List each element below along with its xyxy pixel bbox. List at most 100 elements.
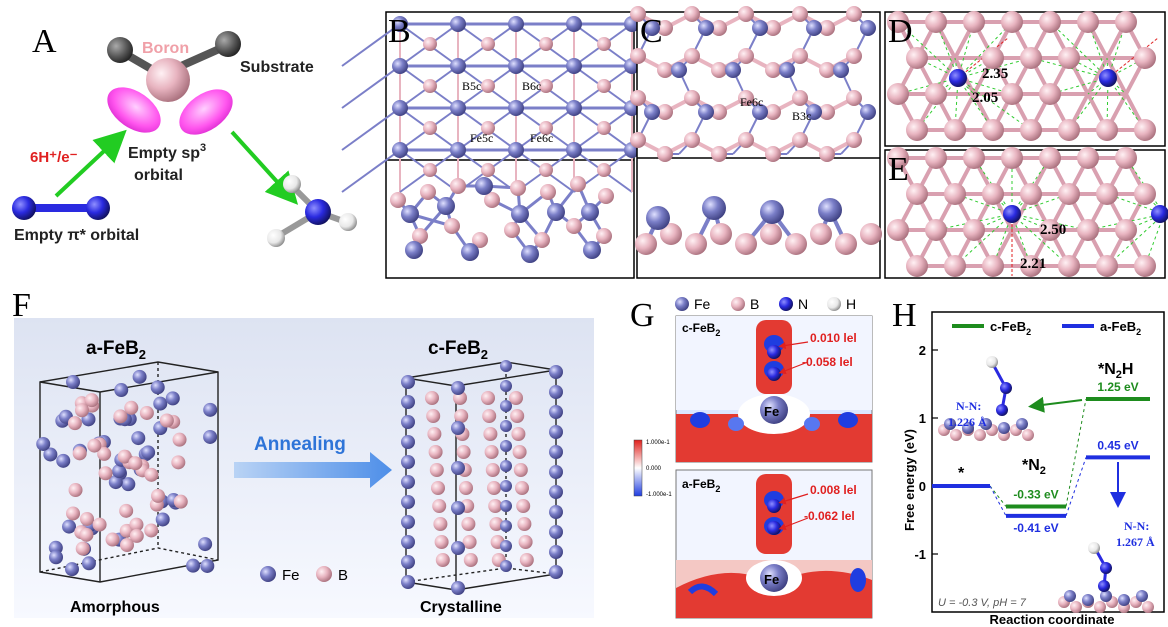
distance-label: 2.21	[1020, 256, 1046, 272]
iron-atom	[549, 545, 563, 559]
boron-atom	[570, 176, 586, 192]
panel-d-letter: D	[888, 13, 913, 50]
iron-atom	[1064, 590, 1076, 602]
boron-atom	[765, 104, 781, 120]
iron-atom	[860, 20, 876, 36]
boron-atom	[944, 183, 966, 205]
boron-atom	[635, 233, 657, 255]
state-label-n2: *N2	[1022, 457, 1046, 477]
iron-atom	[549, 465, 563, 479]
boron-atom	[80, 511, 95, 526]
boron-atom	[684, 90, 700, 106]
boron-atom	[566, 218, 582, 234]
crystalline-atoms	[401, 360, 563, 595]
boron-atom	[75, 541, 90, 556]
plot-frame	[931, 311, 1165, 613]
c-feb2-title: c-FeB2	[428, 338, 488, 362]
boron-atom	[1022, 429, 1034, 441]
iron-atom	[549, 565, 563, 579]
boron-atom	[139, 405, 154, 420]
boron-atom	[846, 132, 862, 148]
panel-a-letter: A	[32, 23, 57, 60]
iron-atom	[549, 445, 563, 459]
boron-atom	[423, 37, 437, 51]
iron-atom	[998, 422, 1010, 434]
fe-atom-label: Fe	[764, 404, 779, 419]
x-axis-title: Reaction coordinate	[990, 612, 1115, 627]
boron-atom	[151, 488, 166, 503]
reagent-label: 6H⁺/e⁻	[30, 149, 78, 166]
boron-atom	[68, 483, 83, 498]
boron-atom	[516, 499, 531, 513]
boron-atom	[887, 83, 909, 105]
condition-label: U = -0.3 V, pH = 7	[938, 597, 1027, 609]
panel-c-top-lattice	[630, 6, 903, 162]
iron-atom	[566, 142, 582, 158]
boron-atom	[685, 233, 707, 255]
iron-atom	[752, 20, 768, 36]
nitrogen-atom	[86, 196, 110, 220]
fe-atom-label: Fe	[764, 572, 779, 587]
boron-atom	[1058, 47, 1080, 69]
iron-atom	[779, 62, 795, 78]
boron-atom	[129, 517, 144, 532]
boron-atom	[485, 463, 500, 477]
boron-atom	[738, 132, 754, 148]
boron-atom	[481, 391, 495, 405]
boron-atom	[738, 90, 754, 106]
boron-atom	[887, 11, 909, 33]
boron-atom	[472, 232, 488, 248]
boron-atom	[906, 255, 928, 277]
arrow-up	[54, 129, 127, 198]
distance-label: 2.35	[982, 66, 1008, 82]
boron-atom	[1077, 147, 1099, 169]
boron-atom	[420, 184, 436, 200]
boron-atom	[819, 146, 835, 162]
annealing-arrow	[234, 452, 392, 488]
iron-atom	[121, 477, 136, 492]
iron-atom	[1136, 590, 1148, 602]
boron-atom	[660, 223, 682, 245]
boron-atom	[98, 466, 113, 481]
boron-atom	[1096, 255, 1118, 277]
legend-h-label: H	[846, 296, 856, 312]
boron-atom	[765, 20, 781, 36]
boron-atom	[510, 409, 525, 423]
boron-atom	[129, 528, 144, 543]
iron-atom	[203, 402, 218, 417]
boron-atom	[792, 6, 808, 22]
iron-atom	[437, 197, 455, 215]
energy-label: 1.25 eV	[1097, 380, 1138, 394]
boron-atom	[488, 499, 503, 513]
legend-fe-label: Fe	[694, 296, 711, 312]
nitrogen-atom	[305, 199, 331, 225]
boron-atom	[512, 445, 527, 459]
boron-atom	[429, 463, 444, 477]
site-label-fe6c: Fe6c	[530, 131, 553, 145]
scale-max: 1.000e-1	[646, 440, 670, 446]
amorphous-atoms	[36, 369, 218, 577]
iron-atom	[962, 422, 974, 434]
boron-atom	[1020, 47, 1042, 69]
boron-atom	[117, 449, 132, 464]
iron-atom	[547, 203, 565, 221]
boron-atom	[428, 445, 443, 459]
boron-atom	[539, 79, 553, 93]
boron-atom	[120, 538, 135, 553]
map-title: c-FeB2	[682, 321, 720, 338]
boron-atom	[1020, 255, 1042, 277]
scale-min: -1.000e-1	[646, 492, 672, 498]
boron-atom	[792, 90, 808, 106]
iron-atom	[511, 205, 529, 223]
nn-top-label: N-N:	[956, 399, 981, 413]
boron-atom	[113, 409, 128, 424]
iron-atom	[549, 365, 563, 379]
iron-atom	[500, 360, 512, 372]
iron-atom	[725, 62, 741, 78]
iron-atom	[62, 519, 77, 534]
iron-atom	[451, 541, 465, 555]
iron-atom	[698, 104, 714, 120]
legend-n-marker	[779, 297, 793, 311]
iron-atom	[500, 380, 512, 392]
